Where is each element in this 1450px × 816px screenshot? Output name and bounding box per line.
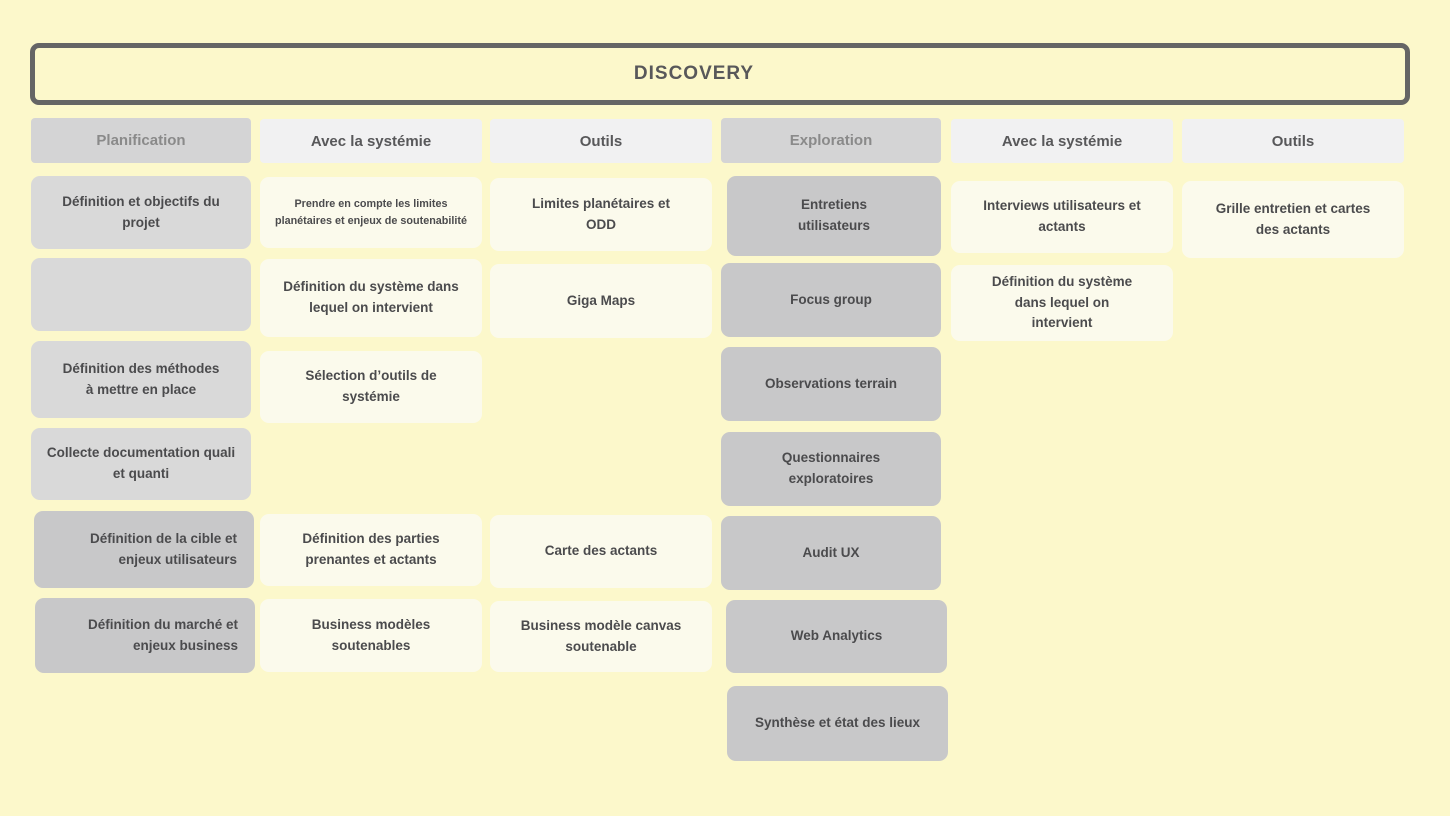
column-header-exploration-4[interactable]: Exploration bbox=[721, 118, 941, 163]
sticky-card-label: Définition du système dans lequel on int… bbox=[283, 279, 459, 315]
sticky-card-web-analytics[interactable]: Web Analytics bbox=[726, 600, 947, 673]
sticky-card-entretiens-utilisateurs[interactable]: Entretiens utilisateurs bbox=[727, 176, 941, 256]
sticky-card-synthese-et-etat-des-lieux[interactable]: Synthèse et état des lieux bbox=[727, 686, 948, 761]
sticky-card-audit-ux[interactable]: Audit UX bbox=[721, 516, 941, 590]
sticky-card-label: Limites planétaires et ODD bbox=[531, 195, 671, 232]
sticky-card-label: Carte des actants bbox=[544, 543, 658, 559]
sticky-card-label: Collecte documentation quali et quanti bbox=[46, 445, 236, 481]
sticky-card-label: Définition du marché et enjeux business bbox=[87, 616, 238, 653]
column-header-outils-3[interactable]: Outils bbox=[490, 119, 712, 163]
sticky-card-prendre-en-compte-les-limites-planetaires-et-enjeux-de-soutenabilite[interactable]: Prendre en compte les limites planétaire… bbox=[260, 177, 482, 248]
sticky-card-label: Business modèles soutenables bbox=[311, 616, 431, 653]
sticky-card-business-modele-canvas-soutenable[interactable]: Business modèle canvas soutenable bbox=[490, 601, 712, 672]
sticky-card-label: Grille entretien et cartes des actants bbox=[1215, 200, 1371, 237]
sticky-card-label: Observations terrain bbox=[764, 375, 898, 391]
sticky-card-definition-du-systeme-dans-lequel-on-intervient[interactable]: Définition du système dans lequel on int… bbox=[260, 259, 482, 337]
sticky-card-business-modeles-soutenables[interactable]: Business modèles soutenables bbox=[260, 599, 482, 672]
sticky-card-collecte-documentation-quali-et-quanti[interactable]: Collecte documentation quali et quanti bbox=[31, 428, 251, 500]
column-header-avec-la-systemie-2[interactable]: Avec la systémie bbox=[260, 119, 482, 163]
sticky-card-label: Sélection d’outils de systémie bbox=[305, 368, 437, 404]
sticky-card-grille-entretien-et-cartes-des-actants[interactable]: Grille entretien et cartes des actants bbox=[1182, 181, 1404, 258]
sticky-card-definition-et-objectifs-du-projet[interactable]: Définition et objectifs du projet bbox=[31, 176, 251, 249]
sticky-card-label: Business modèle canvas soutenable bbox=[520, 617, 682, 654]
sticky-card-definition-des-parties-prenantes-et-actants[interactable]: Définition des parties prenantes et acta… bbox=[260, 514, 482, 586]
sticky-card-definition-de-la-cible-et-enjeux-utilisateurs[interactable]: Définition de la cible et enjeux utilisa… bbox=[34, 511, 254, 588]
sticky-card-label: Définition des parties prenantes et acta… bbox=[302, 531, 440, 567]
sticky-card-label: Questionnaires exploratoires bbox=[781, 450, 881, 486]
sticky-card-label: Audit UX bbox=[802, 544, 860, 560]
sticky-card-definition-du-systeme-dans-lequel-on-intervient[interactable]: Définition du système dans lequel on int… bbox=[951, 265, 1173, 341]
sticky-card-giga-maps[interactable]: Giga Maps bbox=[490, 264, 712, 338]
sticky-card-label: Entretiens utilisateurs bbox=[797, 197, 871, 233]
sticky-card-label: Giga Maps bbox=[566, 292, 636, 308]
sticky-card-label: Focus group bbox=[790, 291, 872, 307]
column-header-planification-1[interactable]: Planification bbox=[31, 118, 251, 163]
sticky-card-label: Synthèse et état des lieux bbox=[754, 715, 921, 731]
sticky-card-label: Web Analytics bbox=[790, 628, 883, 644]
sticky-card-definition-du-marche-et-enjeux-business[interactable]: Définition du marché et enjeux business bbox=[35, 598, 255, 673]
sticky-card-definition-des-methodes-a-mettre-en-place[interactable]: Définition des méthodes à mettre en plac… bbox=[31, 341, 251, 418]
column-header-outils-6[interactable]: Outils bbox=[1182, 119, 1404, 163]
sticky-card-label: Définition de la cible et enjeux utilisa… bbox=[89, 530, 237, 567]
sticky-card-label: Définition des méthodes à mettre en plac… bbox=[62, 360, 220, 397]
sticky-card-label: Prendre en compte les limites planétaire… bbox=[274, 198, 467, 227]
sticky-card-limites-planetaires-et-odd[interactable]: Limites planétaires et ODD bbox=[490, 178, 712, 251]
discovery-phase-frame[interactable]: DISCOVERY bbox=[30, 43, 1410, 105]
sticky-card-focus-group[interactable]: Focus group bbox=[721, 263, 941, 337]
sticky-card-carte-des-actants[interactable]: Carte des actants bbox=[490, 515, 712, 588]
sticky-card-selection-doutils-de-systemie[interactable]: Sélection d’outils de systémie bbox=[260, 351, 482, 423]
sticky-card-label: Définition du système dans lequel on int… bbox=[991, 273, 1133, 331]
sticky-card-blank[interactable] bbox=[31, 258, 251, 331]
sticky-card-observations-terrain[interactable]: Observations terrain bbox=[721, 347, 941, 421]
sticky-card-interviews-utilisateurs-et-actants[interactable]: Interviews utilisateurs et actants bbox=[951, 181, 1173, 253]
sticky-card-label: Interviews utilisateurs et actants bbox=[983, 198, 1141, 234]
sticky-card-questionnaires-exploratoires[interactable]: Questionnaires exploratoires bbox=[721, 432, 941, 506]
column-header-avec-la-systemie-5[interactable]: Avec la systémie bbox=[951, 119, 1173, 163]
phase-title: DISCOVERY bbox=[633, 63, 755, 84]
sticky-card-label: Définition et objectifs du projet bbox=[62, 193, 220, 230]
